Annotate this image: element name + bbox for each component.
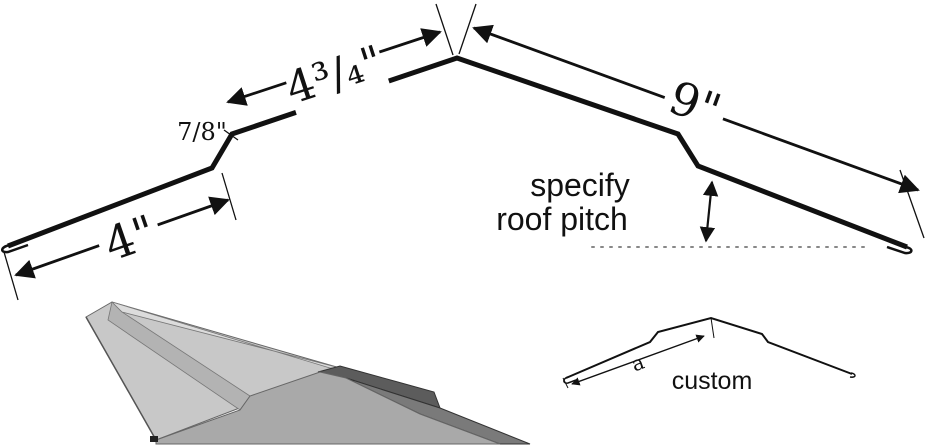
left-hem (1, 243, 29, 254)
custom-dim-arrow (571, 334, 705, 386)
extension-lines (3, 3, 925, 301)
custom-dim-label: a (628, 350, 647, 377)
custom-label: custom (672, 367, 753, 395)
pitch-label-line2: roof pitch (496, 201, 628, 237)
ridge-cap-3d-illustration (85, 301, 531, 445)
dim-label-rise: 7/8" (177, 118, 227, 146)
pitch-label-line1: specify (530, 167, 630, 203)
pitch-arrow (699, 180, 719, 243)
right-hem (886, 245, 913, 255)
custom-profile (562, 316, 856, 389)
